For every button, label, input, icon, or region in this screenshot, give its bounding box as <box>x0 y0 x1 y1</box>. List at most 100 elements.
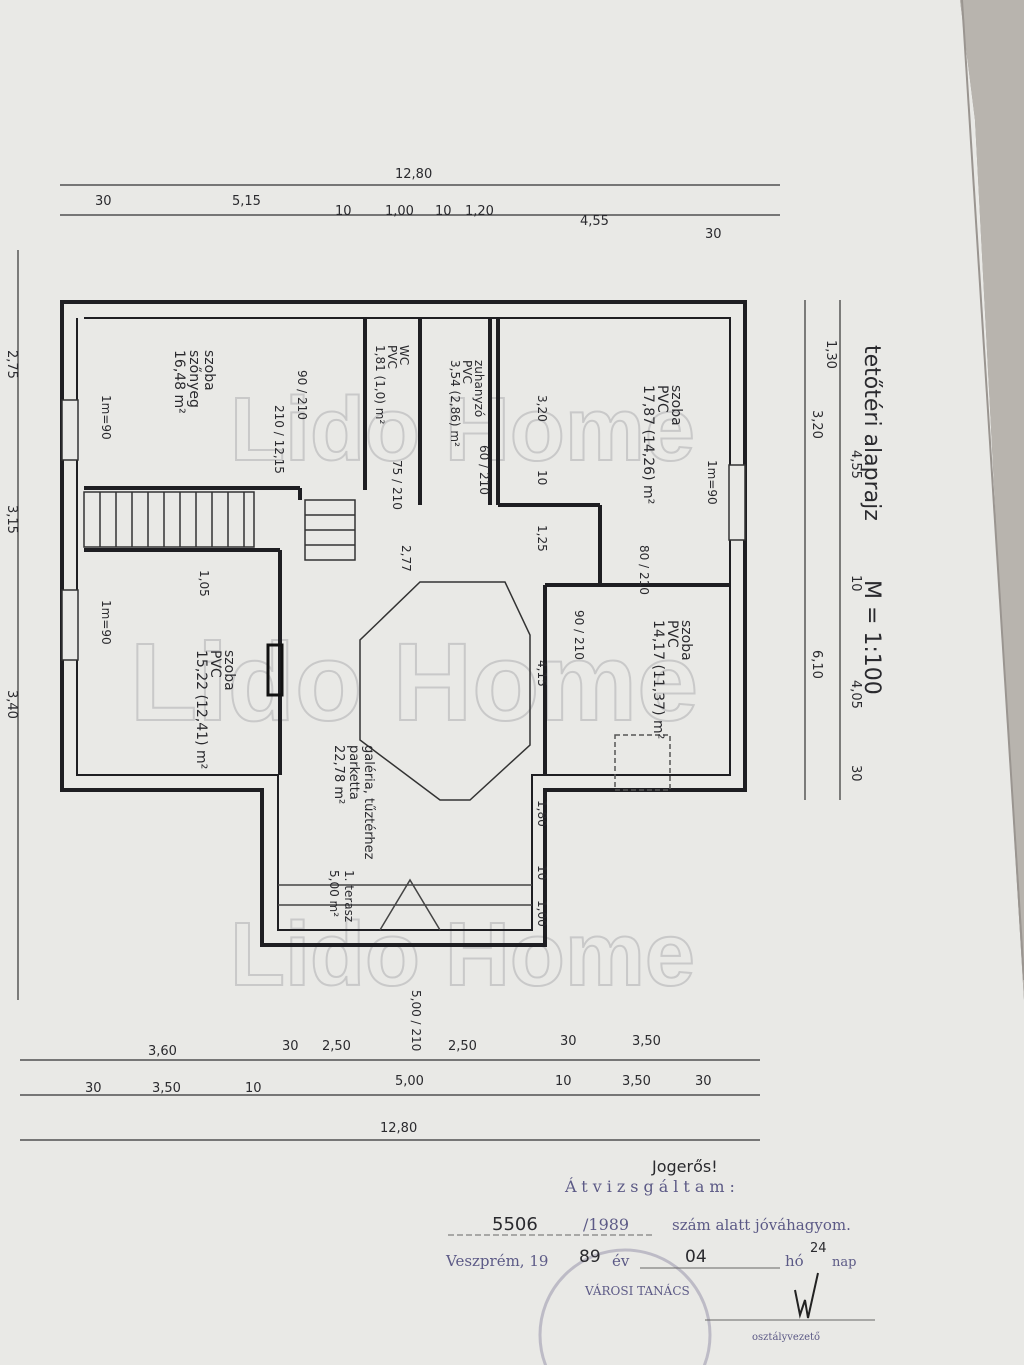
window-label: 1m=90 <box>99 600 113 645</box>
svg-text:30: 30 <box>705 227 722 242</box>
approval-year-hand: 89 <box>579 1247 601 1267</box>
door-label: 90 / 210 <box>572 610 586 660</box>
svg-text:30: 30 <box>95 194 112 209</box>
stamp-text: VÁROSI TANÁCS <box>584 1283 690 1298</box>
svg-text:30: 30 <box>282 1039 299 1054</box>
svg-text:5,00 m²: 5,00 m² <box>327 870 341 917</box>
paper-edge <box>960 0 1024 1000</box>
watermark: Lido Home <box>130 621 698 744</box>
svg-text:30: 30 <box>560 1034 577 1049</box>
svg-text:szoba: szoba <box>678 620 694 661</box>
svg-text:3,50: 3,50 <box>632 1034 661 1049</box>
chimney <box>266 643 284 697</box>
svg-text:16,48 m²: 16,48 m² <box>171 350 187 414</box>
staircase <box>83 491 356 561</box>
svg-text:3,40: 3,40 <box>4 690 19 719</box>
room-shower: zuhanyzó PVC 3,54 (2,86) m² <box>448 360 486 447</box>
svg-text:12,80: 12,80 <box>380 1121 417 1136</box>
left-dimensions: 2,75 3,15 3,40 <box>4 350 19 719</box>
gallery-opening <box>359 581 531 801</box>
skylight <box>614 734 671 791</box>
room-terrace: 1. terasz 5,00 m² <box>327 870 356 922</box>
approval-place: Veszprém, 19 <box>445 1252 548 1270</box>
dim-label: 10 <box>535 865 549 880</box>
svg-text:galéria, tűztérhez: galéria, tűztérhez <box>361 745 376 860</box>
svg-text:14,17 (11,37) m²: 14,17 (11,37) m² <box>650 620 666 739</box>
plan-scale: M = 1:100 <box>859 580 884 695</box>
door-label: 75 / 210 <box>390 460 404 510</box>
svg-text:15,22 (12,41) m²: 15,22 (12,41) m² <box>193 650 209 769</box>
dim-label: 1,00 <box>535 900 549 927</box>
approval-heading: Átvizsgáltam: <box>564 1176 740 1196</box>
svg-text:1. terasz: 1. terasz <box>342 870 356 922</box>
svg-text:2,50: 2,50 <box>448 1039 477 1054</box>
svg-text:PVC: PVC <box>385 345 399 369</box>
svg-text:4,55: 4,55 <box>580 214 609 229</box>
approval-ev: év <box>612 1252 630 1270</box>
dim-label: 1,05 <box>197 570 211 597</box>
svg-text:5,15: 5,15 <box>232 194 261 209</box>
svg-text:10: 10 <box>848 575 863 592</box>
dim-label: 1,80 <box>535 800 549 827</box>
svg-text:3,60: 3,60 <box>148 1044 177 1059</box>
approval-text: szám alatt jóváhagyom. <box>672 1216 851 1234</box>
approval-nap: nap <box>832 1255 856 1270</box>
approval-year: /1989 <box>583 1215 629 1234</box>
svg-text:5,00: 5,00 <box>395 1074 424 1089</box>
svg-text:PVC: PVC <box>664 620 680 648</box>
dim-label: 10 <box>535 470 549 485</box>
svg-text:1,00: 1,00 <box>385 204 414 219</box>
right-dimensions: 1,30 3,20 4,55 10 6,10 4,05 30 <box>809 340 863 782</box>
window-label: 1m=90 <box>99 395 113 440</box>
dim-label: 3,20 <box>535 395 549 422</box>
approval-day: 24 <box>810 1241 827 1256</box>
approval-month: 04 <box>685 1247 707 1267</box>
svg-text:szoba: szoba <box>668 385 684 426</box>
svg-text:3,50: 3,50 <box>622 1074 651 1089</box>
svg-text:4,05: 4,05 <box>848 680 863 709</box>
dim-label: 2,77 <box>399 545 413 572</box>
svg-text:10: 10 <box>435 204 452 219</box>
approval-role: osztályvezető <box>752 1332 820 1343</box>
top-dimensions: 12,80 30 5,15 10 1,00 10 1,20 4,55 30 <box>95 167 722 242</box>
approval-number: 5506 <box>492 1214 538 1235</box>
room-bottom-left: szoba PVC 15,22 (12,41) m² <box>193 650 237 769</box>
room-wc: WC PVC 1,81 (1,0) m² <box>373 345 411 424</box>
dim-label: 1,25 <box>535 525 549 552</box>
svg-text:szoba: szoba <box>221 650 237 691</box>
window-label: 1m=90 <box>705 460 719 505</box>
svg-text:1,81 (1,0) m²: 1,81 (1,0) m² <box>373 345 387 424</box>
svg-text:30: 30 <box>85 1081 102 1096</box>
svg-text:PVC: PVC <box>654 385 670 413</box>
svg-text:4,55: 4,55 <box>848 450 863 479</box>
door-label: 80 / 210 <box>637 545 651 595</box>
svg-text:2,50: 2,50 <box>322 1039 351 1054</box>
annotations: 1m=90 1m=90 1m=90 90 / 210 210 / 12,15 7… <box>99 370 719 1051</box>
svg-text:3,54 (2,86) m²: 3,54 (2,86) m² <box>448 360 462 447</box>
terrace-railing <box>278 878 532 931</box>
watermark: Lido Home <box>230 380 695 480</box>
svg-text:1,20: 1,20 <box>465 204 494 219</box>
svg-text:szoba: szoba <box>201 350 217 391</box>
dim-label: 5,00 / 210 <box>409 990 423 1051</box>
svg-text:3,15: 3,15 <box>4 505 19 534</box>
room-bottom-right: szoba PVC 14,17 (11,37) m² <box>650 620 694 739</box>
svg-text:17,87 (14,26) m²: 17,87 (14,26) m² <box>640 385 656 504</box>
svg-text:22,78 m²: 22,78 m² <box>331 745 346 804</box>
svg-text:10: 10 <box>555 1074 572 1089</box>
signature <box>794 1272 819 1319</box>
svg-text:2,75: 2,75 <box>4 350 19 379</box>
dim-label: 4,15 <box>535 660 549 687</box>
inner-walls <box>84 318 730 775</box>
svg-text:PVC: PVC <box>207 650 223 678</box>
dimension-lines <box>17 184 841 1141</box>
windows <box>61 399 746 661</box>
door-label: 90 / 210 <box>295 370 309 420</box>
svg-text:3,50: 3,50 <box>152 1081 181 1096</box>
svg-text:6,10: 6,10 <box>809 650 824 679</box>
svg-text:parketta: parketta <box>346 745 361 800</box>
bottom-dimensions: 3,60 30 2,50 2,50 30 3,50 30 3,50 10 5,0… <box>85 1034 712 1136</box>
svg-text:12,80: 12,80 <box>395 167 432 182</box>
